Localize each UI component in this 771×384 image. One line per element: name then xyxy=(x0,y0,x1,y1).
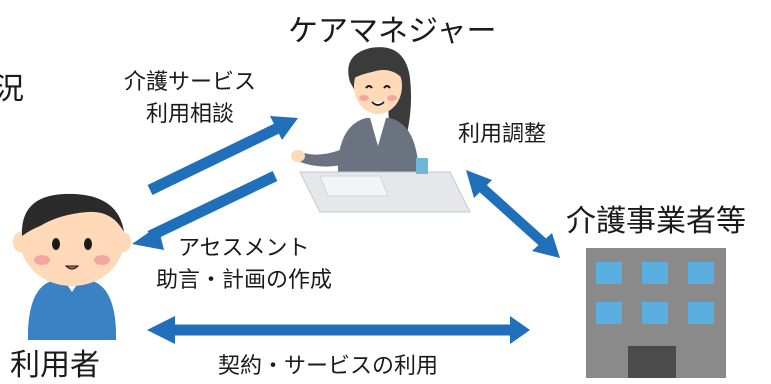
care-manager-illustration xyxy=(291,47,471,213)
partial-edge-char: 況 xyxy=(0,72,24,107)
arrow-coordination xyxy=(466,170,560,258)
arrow-consultation xyxy=(147,116,298,195)
arrow-assessment xyxy=(132,171,278,250)
assessment-label-line2: 助言・計画の作成 xyxy=(156,268,333,293)
consultation-label-line1: 介護サービス xyxy=(123,70,256,95)
building-illustration xyxy=(586,248,726,378)
assessment-label-line1: アセスメント xyxy=(178,236,310,261)
provider-label: 介護事業者等 xyxy=(566,204,746,239)
consultation-label-line2: 利用相談 xyxy=(145,102,234,127)
user-illustration xyxy=(13,193,131,340)
coordination-label: 利用調整 xyxy=(458,122,547,147)
contract-label: 契約・サービスの利用 xyxy=(218,354,439,379)
care-manager-label: ケアマネジャー xyxy=(288,14,497,49)
arrow-contract xyxy=(147,316,530,344)
user-label: 利用者 xyxy=(10,348,100,383)
